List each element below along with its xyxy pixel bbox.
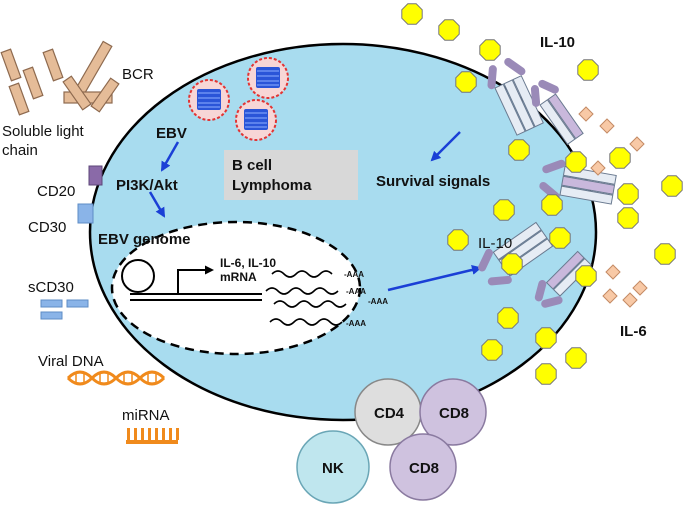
cd30-label: CD30: [28, 219, 66, 236]
il6-label: IL-6: [620, 323, 647, 340]
il6-receptor: [539, 159, 617, 205]
il10-mid-label: IL-10: [478, 235, 512, 252]
ebv-to-pi3k-arrow: [160, 141, 180, 172]
scd30-molecules: [40, 299, 89, 320]
polya-tail: -AAA: [346, 287, 366, 296]
b-cell-label-line1: B cell: [232, 157, 272, 174]
il6-cytokine: [590, 160, 606, 176]
il10-cytokine: [508, 139, 530, 161]
viral-dna-label: Viral DNA: [38, 353, 104, 370]
ebv-virion: [235, 99, 277, 141]
il10-cytokines: [401, 3, 683, 385]
il10-cytokine: [447, 229, 469, 251]
il10-cytokine: [497, 307, 519, 329]
il10-cytokine: [455, 71, 477, 93]
mrna-label-line2: mRNA: [220, 270, 257, 284]
il10-cytokine: [617, 183, 639, 205]
mirna-label: miRNA: [122, 407, 170, 424]
il10-cytokine: [535, 327, 557, 349]
ebv-genome-label: EBV genome: [98, 231, 191, 248]
survival-signals-label: Survival signals: [376, 173, 490, 190]
mrna-to-secretion-arrow: [387, 264, 482, 292]
nk-label: NK: [322, 460, 344, 477]
viral-dna-helix-icon: [66, 370, 166, 386]
cd20-marker: [88, 165, 103, 186]
il10-cytokine: [535, 363, 557, 385]
il6-cytokine: [605, 264, 621, 280]
soluble-light-chains: [0, 48, 64, 116]
il6-cytokines: [578, 106, 648, 308]
polya-tail: -AAA: [368, 297, 388, 306]
soluble-light-chain-label-line2: chain: [2, 142, 38, 159]
cd8-top-label: CD8: [439, 405, 469, 422]
dna-strand: [130, 293, 262, 301]
il10-to-survival-arrow: [430, 131, 461, 162]
il10-cytokine: [501, 253, 523, 275]
il6-cytokine: [622, 292, 638, 308]
il6-cytokine: [632, 280, 648, 296]
b-cell-label-line2: Lymphoma: [232, 177, 312, 194]
ebv-label: EBV: [156, 125, 187, 142]
il10-cytokine: [481, 339, 503, 361]
episome-circle: [121, 259, 155, 293]
cd4-label: CD4: [374, 405, 405, 422]
polya-tail: -AAA: [346, 319, 366, 328]
polya-tail: -AAA: [344, 270, 364, 279]
il6-cytokine: [578, 106, 594, 122]
il10-cytokine: [479, 39, 501, 61]
il10-cytokine: [577, 59, 599, 81]
ebv-virus-particles: [188, 57, 289, 141]
il10-cytokine: [401, 3, 423, 25]
pi3k-akt-label: PI3K/Akt: [116, 177, 178, 194]
b-cell-lymphoma-box: [224, 150, 358, 200]
il10-cytokine: [549, 227, 571, 249]
ebv-virion: [188, 79, 230, 121]
cd30-marker: [77, 203, 94, 224]
il10-cytokine: [541, 194, 563, 216]
ebv-virion: [247, 57, 289, 99]
mrna-label-line1: IL-6, IL-10: [220, 256, 276, 270]
il10-cytokine: [654, 243, 676, 265]
transcription-start-arrow: [177, 265, 214, 294]
soluble-light-chain-label-line1: Soluble light: [2, 123, 85, 140]
bcr-receptor: [62, 40, 120, 113]
il6-cytokine: [602, 288, 618, 304]
il10-cytokine: [565, 347, 587, 369]
nk-cell: [296, 430, 370, 504]
cd20-label: CD20: [37, 183, 75, 200]
cd8-cell-top: [419, 378, 487, 446]
il6-cytokine: [629, 136, 645, 152]
il10-cytokine: [617, 207, 639, 229]
il10-top-label: IL-10: [540, 34, 575, 51]
il10-cytokine: [493, 199, 515, 221]
cd8-cell-bottom: [389, 433, 457, 501]
scd30-label: sCD30: [28, 279, 74, 296]
pi3k-to-genome-arrow: [148, 191, 166, 218]
il10-cytokine: [575, 265, 597, 287]
ebv-genome-nucleus: [110, 220, 362, 356]
mrna-transcripts: [265, 270, 347, 326]
il10-receptor: [530, 79, 584, 146]
il10-cytokine: [609, 147, 631, 169]
cd8-bottom-label: CD8: [409, 460, 439, 477]
il6-cytokine: [599, 118, 615, 134]
il10-receptor: [487, 57, 544, 136]
il10-cytokine: [438, 19, 460, 41]
il10-cytokine: [565, 151, 587, 173]
mirna-comb-icon: [126, 428, 179, 444]
bcr-label: BCR: [122, 66, 154, 83]
il10-cytokine: [661, 175, 683, 197]
